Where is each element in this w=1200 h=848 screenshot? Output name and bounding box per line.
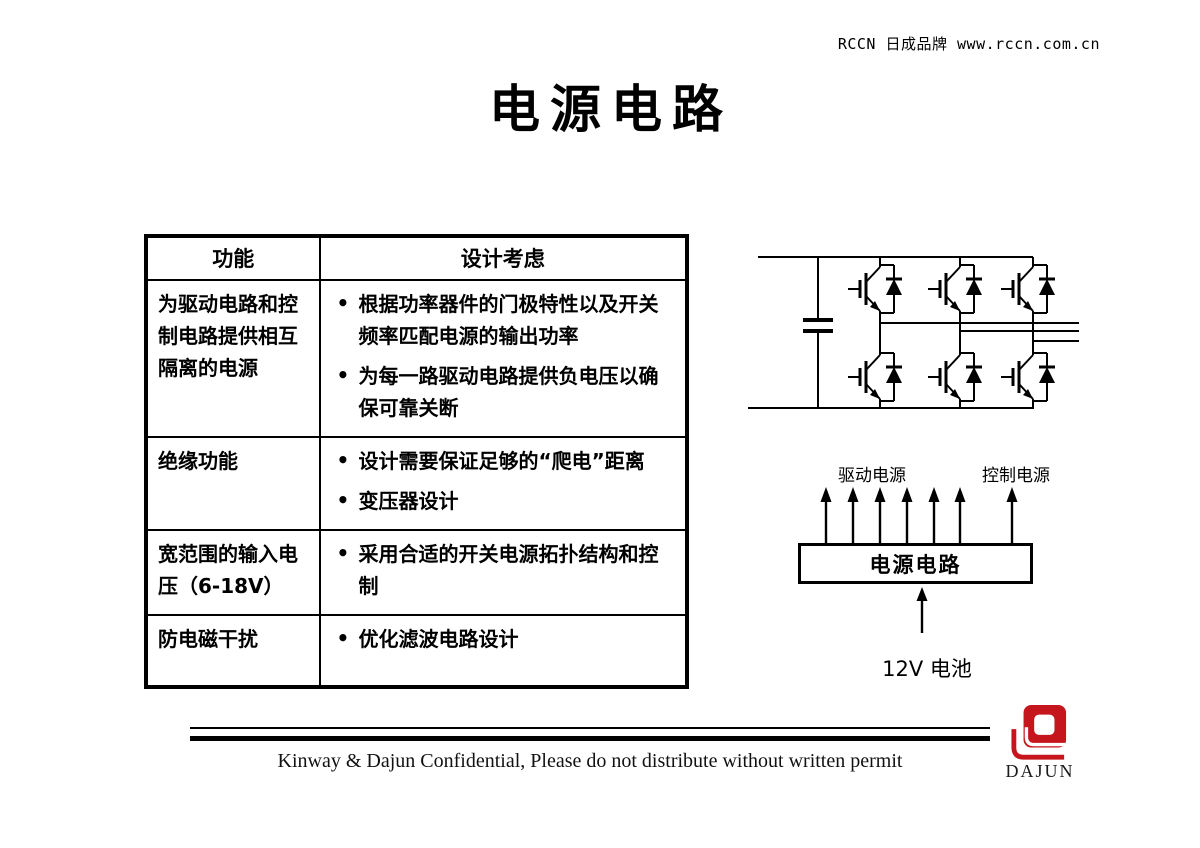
footer-rule-thick [190, 736, 990, 741]
three-phase-inverter-schematic [748, 255, 1079, 411]
considerations-cell: 采用合适的开关电源拓扑结构和控制 [318, 528, 688, 616]
power-supply-block-diagram-arrows [820, 487, 1018, 633]
considerations-cell: 优化滤波电路设计 [318, 613, 688, 688]
control-power-label: 控制电源 [982, 466, 1050, 486]
igbt-with-diode-icon [999, 343, 1057, 411]
table-row: 绝缘功能设计需要保证足够的“爬电”距离变压器设计 [145, 435, 688, 531]
table-header-row: 功能 设计考虑 [145, 235, 688, 281]
consideration-item: 变压器设计 [331, 484, 678, 517]
power-supply-circuit-box-label: 电源电路 [869, 552, 962, 577]
igbt-with-diode-icon [846, 343, 904, 411]
battery-label: 12V 电池 [882, 657, 972, 681]
function-cell: 防电磁干扰 [145, 613, 321, 688]
igbt-with-diode-icon [846, 255, 904, 323]
table-row: 为驱动电路和控制电路提供相互隔离的电源根据功率器件的门极特性以及开关频率匹配电源… [145, 278, 688, 438]
considerations-cell: 根据功率器件的门极特性以及开关频率匹配电源的输出功率为每一路驱动电路提供负电压以… [318, 278, 688, 438]
igbt-with-diode-icon [999, 255, 1057, 323]
consideration-item: 采用合适的开关电源拓扑结构和控制 [331, 537, 678, 602]
table-header-function: 功能 [145, 235, 321, 281]
table-row: 防电磁干扰优化滤波电路设计 [145, 613, 688, 688]
dajun-logo-icon [1011, 704, 1067, 760]
control-power-arrow [1006, 487, 1018, 544]
dc-link-capacitor-icon [803, 257, 833, 408]
footer-rule-thin [190, 727, 990, 729]
function-cell: 绝缘功能 [145, 435, 321, 531]
dajun-logo-text: DAJUN [1005, 761, 1075, 781]
drive-power-arrows [820, 487, 966, 544]
dc-bus-rails [748, 256, 1033, 409]
confidential-notice: Kinway & Dajun Confidential, Please do n… [277, 750, 903, 772]
drive-power-label: 驱动电源 [838, 466, 906, 486]
spec-table: 功能 设计考虑 为驱动电路和控制电路提供相互隔离的电源根据功率器件的门极特性以及… [144, 234, 689, 689]
consideration-item: 设计需要保证足够的“爬电”距离 [331, 444, 678, 477]
brand-text: RCCN 日成品牌 www.rccn.com.cn [837, 35, 1100, 53]
function-cell: 宽范围的输入电压（6-18V） [145, 528, 321, 616]
consideration-item: 为每一路驱动电路提供负电压以确保可靠关断 [331, 359, 678, 424]
phase-output-lines [880, 322, 1079, 342]
battery-input-arrow [916, 587, 928, 633]
consideration-item: 优化滤波电路设计 [331, 622, 678, 655]
consideration-item: 根据功率器件的门极特性以及开关频率匹配电源的输出功率 [331, 287, 678, 352]
table-header-considerations: 设计考虑 [318, 235, 688, 281]
power-supply-circuit-box: 电源电路 [798, 543, 1033, 584]
igbt-with-diode-icon [926, 343, 984, 411]
table-row: 宽范围的输入电压（6-18V）采用合适的开关电源拓扑结构和控制 [145, 528, 688, 616]
considerations-cell: 设计需要保证足够的“爬电”距离变压器设计 [318, 435, 688, 531]
function-cell: 为驱动电路和控制电路提供相互隔离的电源 [145, 278, 321, 438]
igbt-with-diode-icon [926, 255, 984, 323]
page-title: 电源电路 [488, 81, 733, 140]
